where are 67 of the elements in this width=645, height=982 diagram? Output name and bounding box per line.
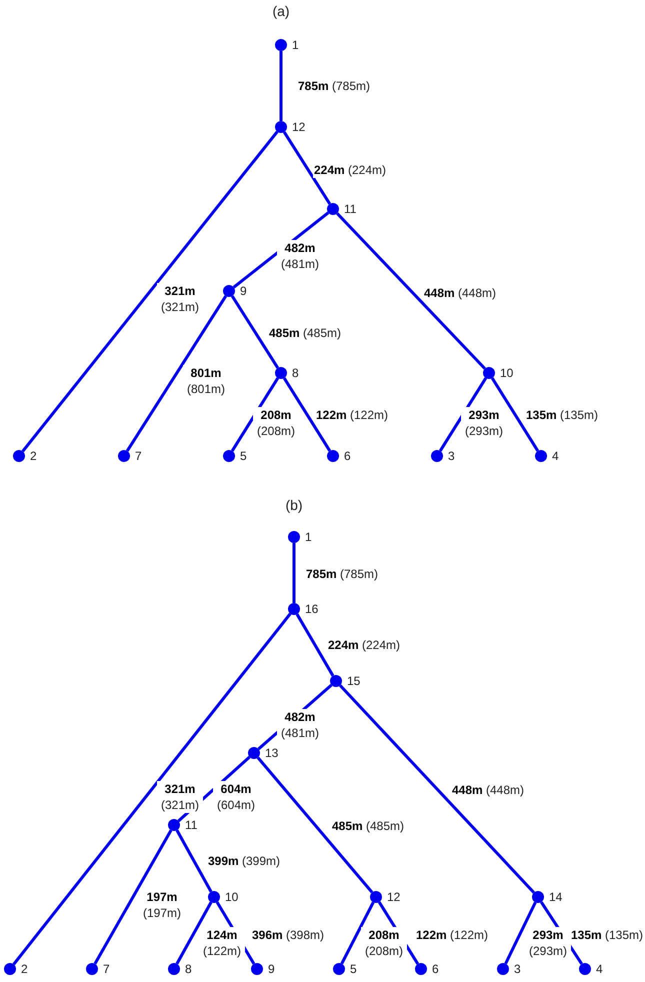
tree-branch-line [94,829,172,965]
node-number: 15 [347,674,360,688]
edge-length-label: 135m (135m) [570,927,644,943]
tree-branch-line [176,902,212,964]
edge-length-label: 224m (224m) [326,637,402,653]
node-number: 8 [185,962,192,976]
node-number: 10 [225,890,238,904]
edge-length-label: 448m (448m) [450,782,526,798]
tree-branch-line [280,51,282,121]
edge-length-label: 122m (122m) [414,927,490,943]
edge-length-label: 293m (293m) [525,927,571,959]
node-number: 1 [292,38,299,52]
edge-length-label: 208m (208m) [361,927,407,959]
edge-length-label: 485m (485m) [330,818,406,834]
tree-branch-line [504,902,537,964]
tree-branch-line [176,830,212,892]
tree-branch-line [292,543,296,603]
node-number: 9 [240,284,247,298]
edge-length-label: 122m (122m) [314,407,390,423]
edge-length-label: 321m (321m) [157,781,203,813]
edge-length-label: 396m (398m) [250,927,326,943]
tree-branch-line [438,377,488,452]
tree-branch-line [12,612,292,966]
node-number: 8 [292,366,299,380]
node-number: 1 [305,530,312,544]
node-number: 12 [387,890,400,904]
node-number: 12 [292,120,306,134]
node-number: 13 [265,746,278,760]
tree-branch-line [340,902,375,964]
node-number: 10 [500,366,514,380]
edge-length-label: 399m (399m) [206,853,282,869]
tree-branch-line [126,295,228,452]
edge-length-label: 785m (785m) [296,78,372,94]
tree-branch-line [339,684,535,894]
node-number: 6 [344,449,351,463]
node-number: 9 [268,962,275,976]
tree-branch-line [490,377,540,452]
edge-length-label: 785m (785m) [304,566,380,582]
node-number: 4 [596,962,603,976]
edge-length-label: 485m (485m) [268,325,342,341]
tree-branch-line [282,131,332,205]
edge-length-label: 135m (135m) [524,407,600,423]
panel-label: (a) [272,3,290,19]
node-number: 2 [21,962,28,976]
tree-branch-line [230,377,280,452]
node-number: 5 [350,962,357,976]
node-number: 3 [514,962,521,976]
node-number: 3 [448,449,455,463]
node-number: 16 [305,602,318,616]
node-number: 11 [344,202,356,216]
panel-label: (b) [285,497,303,513]
node-number: 14 [549,890,562,904]
node-number: 7 [103,962,110,976]
tree-branch-line [296,613,334,677]
node-number: 11 [185,818,198,832]
tree-branch-line [336,212,486,370]
edge-length-label: 448m (448m) [422,285,498,301]
tree-branch-line [256,756,374,894]
node-number: 6 [432,962,439,976]
node-number: 7 [135,449,142,463]
tree-branch-line [230,295,280,369]
node-number: 5 [240,449,247,463]
node-number: 2 [30,449,37,463]
tree-branch-line [22,130,278,452]
node-number: 4 [552,449,559,463]
edge-length-label: 224m (224m) [312,162,388,178]
tree-branch-line [282,377,332,452]
